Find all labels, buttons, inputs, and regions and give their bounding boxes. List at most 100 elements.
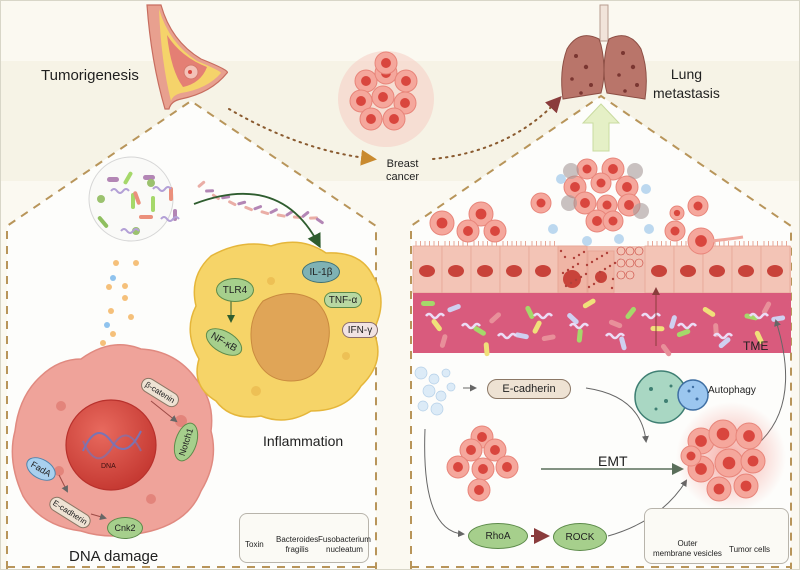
- tumor-cell-nucleus: [580, 198, 590, 208]
- tme-bacterium: [660, 343, 672, 357]
- inflammation-title: Inflammation: [263, 433, 344, 449]
- epithelial-nucleus: [477, 265, 493, 277]
- tme-bacterium: [702, 306, 716, 317]
- autophagy-icon: [634, 370, 709, 424]
- epithelial-nucleus: [709, 265, 725, 277]
- fragment: [616, 270, 626, 280]
- tumor-cell-nucleus: [490, 445, 500, 455]
- tumor-cell-nucleus: [670, 226, 680, 236]
- emt-label: EMT: [598, 453, 628, 469]
- debris: [577, 253, 581, 257]
- legend-tumor-cells-label: Tumor cells: [729, 545, 771, 554]
- ecadherin-to-emt-arrow: [585, 387, 649, 443]
- dna-damage-title: DNA damage: [69, 548, 159, 565]
- tme-bacterium: [625, 306, 636, 320]
- tumor-cell-nucleus: [713, 483, 725, 495]
- debris: [571, 265, 575, 269]
- stream-bacterium: [244, 205, 253, 212]
- debris: [608, 264, 612, 268]
- legend-right: [644, 508, 789, 564]
- tumor-cell-nucleus: [356, 96, 366, 106]
- legend-bacteroides-line2: fragilis: [285, 545, 309, 554]
- tme-bacterium: [532, 320, 542, 334]
- toxin-dot: [106, 284, 112, 290]
- tme-spiral-bacterium: [677, 322, 697, 330]
- stream-bacterium: [315, 217, 324, 225]
- toxin-dot: [100, 340, 106, 346]
- outer-membrane-vesicles: [414, 366, 456, 416]
- tumorigenesis-label: Tumorigenesis: [41, 67, 139, 84]
- tme-bacterium: [567, 313, 579, 325]
- legend-toxin-label: Toxin: [245, 540, 264, 549]
- tumor-cell-nucleus: [582, 164, 592, 174]
- tme-bacterium: [761, 301, 772, 315]
- vesicle: [641, 184, 651, 194]
- tumor-cell-nucleus: [695, 435, 707, 447]
- tumor-cell-nucleus: [475, 208, 487, 220]
- tme-spiral-bacterium: [605, 332, 625, 340]
- bacterium: [151, 196, 155, 212]
- emt-tumor-mass: [676, 402, 786, 512]
- bacterium: [107, 177, 119, 182]
- tumor-cell-nucleus: [474, 485, 484, 495]
- stream-bacterium: [285, 210, 294, 217]
- toxin-dot: [108, 308, 114, 314]
- fragment: [616, 258, 626, 268]
- breast-cancer-line2: cancer: [386, 171, 420, 183]
- legend-fusobacterium-line1: Fusobacterium: [318, 535, 371, 544]
- spiral-bacterium: [120, 228, 140, 234]
- tme-bacterium: [483, 342, 490, 357]
- bacterium: [131, 193, 135, 209]
- lung-metastasis-label: Lung metastasis: [653, 65, 720, 103]
- vesicle: [582, 236, 592, 246]
- dying-cell: [563, 163, 579, 179]
- tumor-cell-nucleus: [436, 217, 448, 229]
- debris: [610, 286, 614, 290]
- toxin-dot: [104, 322, 110, 328]
- tme-spiral-bacterium: [461, 322, 481, 330]
- toxin-dot: [133, 260, 139, 266]
- debris: [574, 278, 578, 282]
- toxin-dot: [128, 314, 134, 320]
- tme-bacterium: [489, 312, 501, 324]
- tme-bacterium: [619, 336, 627, 351]
- tumor-cell-nucleus: [695, 235, 707, 247]
- tme-spiral-bacterium: [569, 322, 589, 330]
- epithelial-nucleus: [767, 265, 783, 277]
- stream-bacterium: [205, 189, 215, 193]
- omv-vesicle: [417, 400, 429, 412]
- rock-tag: ROCK: [553, 523, 607, 551]
- tme-layer: [413, 293, 791, 353]
- cell-protrusion: [710, 235, 744, 243]
- fragment: [625, 258, 635, 268]
- tumor-cell-nucleus: [366, 114, 376, 124]
- legend-bacteroides-label: Bacteroides fragilis: [276, 535, 318, 555]
- tumor-cell-nucleus: [401, 76, 411, 86]
- tumor-cell-nucleus: [400, 98, 410, 108]
- debris: [559, 249, 563, 253]
- dna-helix-icon: [82, 430, 142, 452]
- tme-spiral-bacterium: [497, 332, 517, 340]
- toxin-dot: [110, 331, 116, 337]
- tme-spiral-bacterium: [749, 312, 769, 320]
- tme-spiral-bacterium: [533, 312, 553, 320]
- damaged-nucleus: [595, 271, 607, 283]
- il-1b-tag: IL-1β: [302, 261, 340, 283]
- legend-bacteroides-line1: Bacteroides: [276, 535, 319, 544]
- tme-bacterium: [525, 305, 535, 319]
- tumor-cell-nucleus: [477, 432, 487, 442]
- stream-bacterium: [253, 205, 263, 211]
- fragment: [616, 246, 626, 256]
- debris: [564, 284, 568, 288]
- flow-arrow-to-cancer: [228, 108, 377, 166]
- tumor-cell-nucleus: [743, 430, 755, 442]
- tumor-cell-nucleus: [536, 198, 546, 208]
- legend-omv-label: Outer membrane vesicles: [653, 539, 722, 559]
- vesicle: [614, 234, 624, 244]
- tme-bacterium: [608, 319, 623, 329]
- tme-spiral-bacterium: [425, 312, 445, 320]
- epithelial-nucleus: [651, 265, 667, 277]
- spiral-bacterium: [152, 186, 172, 192]
- bacterium: [139, 215, 153, 219]
- bacterium: [123, 171, 133, 185]
